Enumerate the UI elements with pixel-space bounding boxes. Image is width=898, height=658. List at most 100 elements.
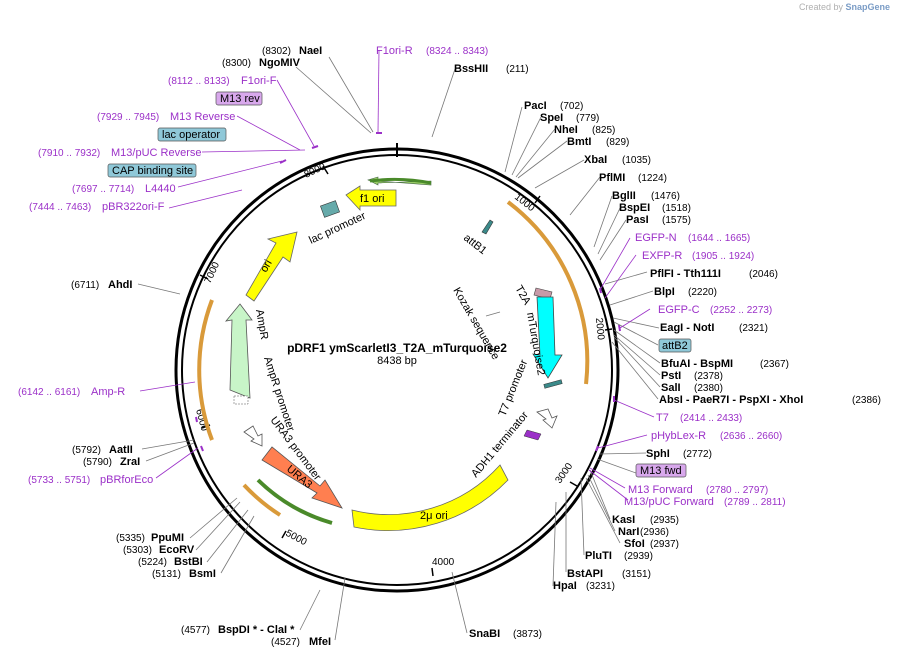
site-name-naei: NaeI [299,45,322,57]
site-name-bfuai: BfuAI - BspMI [661,358,733,370]
site-pos-mfei: (4527) [271,637,300,648]
feature-adh1-terminator: ADH1 terminator [469,409,542,480]
site-name-kasi: KasI [612,514,635,526]
site-pos-ngomiv: (8300) [222,58,251,69]
site-pos-sphi: (2772) [683,449,712,460]
site-name-spei: SpeI [540,112,563,124]
primer-name-amp-r: Amp-R [91,386,125,398]
site-pos-hpai: (3231) [586,581,615,592]
primer-range-amp-r: (6142 .. 6161) [18,387,80,398]
site-name-sfoi: SfoI [624,538,645,550]
svg-text:M13 rev: M13 rev [220,93,260,105]
box-lac-operator: lac operator [157,127,227,142]
primer-range-phyblex-r: (2636 .. 2660) [720,431,782,442]
site-name-nhei: NheI [554,124,578,136]
site-name-absi: AbsI - PaeR7I - PspXI - XhoI [659,394,803,406]
plasmid-length: 8438 bp [377,355,417,367]
primer-range-m13puc-forward: (2789 .. 2811) [724,497,786,508]
site-pos-eagi: (2321) [739,323,768,334]
feature-arc-left-orange [197,299,214,441]
site-name-psti: PstI [661,370,681,382]
svg-text:T2A: T2A [512,284,533,308]
svg-text:T7 promoter: T7 promoter [497,358,531,418]
svg-text:CAP binding site: CAP binding site [112,165,193,177]
svg-text:f1 ori: f1 ori [360,193,384,205]
primer-name-pbr322ori-f: pBR322ori-F [102,201,165,213]
site-pos-bspei: (1518) [662,203,691,214]
primer-range-exfp-r: (1905 .. 1924) [692,251,754,262]
site-pos-nari: (2936) [640,527,669,538]
svg-text:attB1: attB1 [461,232,489,257]
primer-range-m13puc-reverse: (7910 .. 7932) [38,148,100,159]
site-pos-aatii: (5792) [72,445,101,456]
site-pos-ahdi: (6711) [71,280,99,291]
primer-range-t7: (2414 .. 2433) [680,413,742,424]
site-name-hpai: HpaI [553,580,577,592]
primer-range-egfp-n: (1644 .. 1665) [688,233,750,244]
site-pos-ecorv: (5303) [123,545,152,556]
snapgene-logo: SnapGene [845,2,890,12]
primer-leader-lines [139,49,655,501]
svg-text:AmpR: AmpR [253,308,270,340]
leader-lines [137,56,661,641]
svg-text:lac operator: lac operator [162,129,220,141]
site-pos-kasi: (2935) [650,515,679,526]
ruler-label-3000: 3000 [553,461,575,486]
credit-prefix: Created by [798,2,843,12]
box-m13-fwd: M13 fwd [635,463,687,478]
site-pos-bstbi: (5224) [138,557,167,568]
site-pos-pluti: (2939) [624,551,653,562]
ruler-ticks [199,165,613,577]
svg-text:attB2: attB2 [662,340,688,352]
feature-ampr: AmpR [225,303,270,405]
site-pos-paci: (702) [560,101,583,112]
site-pos-ppumi: (5335) [116,533,145,544]
site-name-aatii: AatII [109,444,133,456]
site-name-ecorv: EcoRV [159,544,195,556]
primer-name-m13-reverse: M13 Reverse [170,111,235,123]
site-name-bglii: BglII [612,190,636,202]
primer-name-phyblex-r: pHybLex-R [651,430,706,442]
primer-range-egfp-c: (2252 .. 2273) [710,305,772,316]
primer-name-m13-forward: M13 Forward [628,484,693,496]
site-pos-pasi: (1575) [662,215,691,226]
site-name-ngomiv: NgoMIV [259,57,301,69]
feature-arrow-small-top [367,176,432,186]
site-name-bmti: BmtI [567,136,591,148]
feature-ori: ori [245,231,298,302]
primer-name-t7: T7 [656,412,669,424]
feature-arc-bottom-left-orange [242,483,282,517]
plasmid-name: pDRF1 ymScarletI3_T2A_mTurquoise2 [287,341,507,355]
primer-name-egfp-n: EGFP-N [635,232,677,244]
site-name-mfei: MfeI [309,636,331,648]
site-name-pluti: PluTI [585,550,612,562]
primer-range-f1ori-r: (8324 .. 8343) [426,46,488,57]
site-pos-absi: (2386) [852,395,881,406]
site-name-bspei: BspEI [619,202,650,214]
primer-name-pbrforeco: pBRforEco [100,474,153,486]
primer-name-m13puc-reverse: M13/pUC Reverse [111,147,201,159]
site-pos-zrai: (5790) [83,457,112,468]
box-m13-rev: M13 rev [215,91,263,106]
primer-range-pbr322ori-f: (7444 .. 7463) [29,202,91,213]
feature-f1-ori: f1 ori [345,185,397,212]
ruler-label-2000: 2000 [593,317,606,341]
primer-name-exfp-r: EXFP-R [642,250,682,262]
site-name-eagi: EagI - NotI [660,322,714,334]
primer-name-m13puc-forward: M13/pUC Forward [624,496,714,508]
primer-name-f1ori-f: F1ori-F [241,75,277,87]
kozak-leader [485,311,501,317]
site-pos-spei: (779) [576,113,599,124]
site-pos-psti: (2378) [694,371,723,382]
site-name-bstapi: BstAPI [567,568,603,580]
site-name-paci: PacI [524,100,547,112]
primer-name-f1ori-r: F1ori-R [376,45,413,57]
site-pos-bglii: (1476) [651,191,680,202]
feature-mturquoise2: mTurquoise2 [524,296,563,389]
site-pos-sfoi: (2937) [650,539,679,550]
site-pos-naei: (8302) [262,46,291,57]
site-name-pflfi: PflFI - Tth111I [650,268,721,280]
svg-text:2μ ori: 2μ ori [420,510,448,522]
feature-arc-top-green [369,177,432,185]
